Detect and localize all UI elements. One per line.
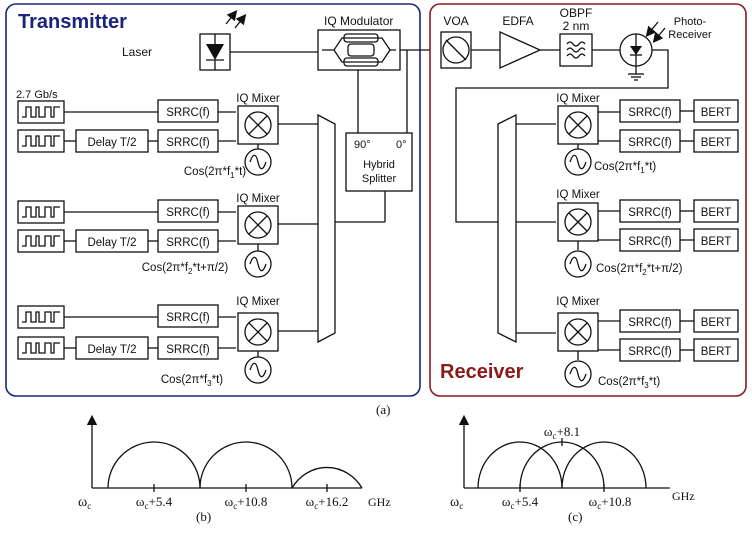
photo-receiver-label-2: Receiver [668,29,712,41]
receiver-title: Receiver [440,361,524,383]
svg-text:0°: 0° [396,139,407,151]
rx-channel-2: IQ Mixer SRRC(f) SRRC(f) BERT BERT Cos(2… [516,189,739,278]
svg-text:ωc+10.8: ωc+10.8 [589,494,632,511]
svg-text:Delay T/2: Delay T/2 [87,237,136,249]
svg-text:SRRC(f): SRRC(f) [166,207,210,219]
tx-channel-1: SRRC(f) Delay T/2 SRRC(f) IQ Mixer Cos(2… [17,93,318,180]
rx-channel-1: IQ Mixer SRRC(f) SRRC(f) BERT BERT Cos(2… [516,93,739,176]
svg-text:SRRC(f): SRRC(f) [628,236,672,248]
svg-text:SRRC(f): SRRC(f) [628,207,672,219]
edfa-label: EDFA [502,14,533,28]
svg-text:ωc: ωc [450,495,463,511]
photo-receiver-label: Photo- [674,16,707,28]
svg-text:ωc+16.2: ωc+16.2 [306,494,349,511]
svg-text:BERT: BERT [701,346,731,358]
svg-text:GHz: GHz [368,495,391,509]
svg-text:SRRC(f): SRRC(f) [166,107,210,119]
svg-text:Cos(2π*f3*t): Cos(2π*f3*t) [161,374,223,388]
spectrum-c: ωc ωc+5.4 ωc+10.8 ωc+8.1 GHz (c) [450,414,695,524]
svg-text:IQ Mixer: IQ Mixer [236,193,280,205]
svg-text:SRRC(f): SRRC(f) [628,107,672,119]
svg-text:IQ Mixer: IQ Mixer [236,296,280,308]
svg-text:SRRC(f): SRRC(f) [628,346,672,358]
caption-a: (a) [376,402,390,417]
svg-text:SRRC(f): SRRC(f) [628,317,672,329]
transmitter-panel [5,3,421,397]
iq-modulator [317,29,401,71]
svg-text:IQ Mixer: IQ Mixer [556,93,600,105]
svg-text:Cos(2π*f1*t): Cos(2π*f1*t) [594,161,656,175]
spectrum-b: ωc ωc+5.4 ωc+10.8 ωc+16.2 GHz (b) [78,414,391,524]
bit-rate-label: 2.7 Gb/s [16,89,58,101]
svg-text:Cos(2π*f2*t+π/2): Cos(2π*f2*t+π/2) [142,262,229,276]
svg-text:BERT: BERT [701,236,731,248]
svg-text:ωc+10.8: ωc+10.8 [225,494,268,511]
tx-combiner [317,113,336,344]
photodiode-icon [619,21,666,81]
obpf-label: OBPF [560,6,593,20]
transmitter-title: Transmitter [18,11,127,33]
svg-text:IQ Mixer: IQ Mixer [556,189,600,201]
svg-text:GHz: GHz [672,489,695,503]
svg-text:Splitter: Splitter [362,173,397,185]
svg-text:BERT: BERT [701,137,731,149]
svg-text:ωc+8.1: ωc+8.1 [544,424,580,441]
svg-text:SRRC(f): SRRC(f) [166,312,210,324]
svg-text:BERT: BERT [701,317,731,329]
tx-channel-3: SRRC(f) Delay T/2 SRRC(f) IQ Mixer Cos(2… [17,296,318,388]
svg-text:SRRC(f): SRRC(f) [166,344,210,356]
svg-text:SRRC(f): SRRC(f) [166,137,210,149]
obpf-filter-icon [559,33,593,67]
obpf-bandwidth-label: 2 nm [563,19,590,33]
edfa-amplifier-icon [499,30,542,70]
receiver-panel [429,3,747,397]
iq-modulator-label: IQ Modulator [324,14,393,28]
svg-text:90°: 90° [354,139,371,151]
svg-text:ωc+5.4: ωc+5.4 [136,494,173,511]
svg-text:ωc: ωc [78,495,91,511]
rx-splitter [497,113,517,344]
svg-text:SRRC(f): SRRC(f) [628,137,672,149]
hybrid-splitter: 90° 0° Hybrid Splitter [345,132,413,192]
caption-b: (b) [196,509,211,524]
svg-text:BERT: BERT [701,207,731,219]
svg-text:Hybrid: Hybrid [363,159,395,171]
rx-channel-3: IQ Mixer SRRC(f) SRRC(f) BERT BERT Cos(2… [516,296,739,390]
svg-text:BERT: BERT [701,107,731,119]
svg-text:ωc+5.4: ωc+5.4 [502,494,539,511]
caption-c: (c) [568,509,582,524]
svg-text:Cos(2π*f2*t+π/2): Cos(2π*f2*t+π/2) [596,263,683,277]
svg-text:Delay T/2: Delay T/2 [87,137,136,149]
voa-attenuator [440,31,472,69]
svg-text:SRRC(f): SRRC(f) [166,237,210,249]
svg-text:Cos(2π*f3*t): Cos(2π*f3*t) [598,376,660,390]
laser-label: Laser [122,45,152,59]
svg-text:IQ Mixer: IQ Mixer [236,93,280,105]
svg-text:Cos(2π*f1*t): Cos(2π*f1*t) [184,166,246,180]
svg-text:Delay T/2: Delay T/2 [87,344,136,356]
tx-channel-2: SRRC(f) Delay T/2 SRRC(f) IQ Mixer Cos(2… [17,193,318,278]
voa-label: VOA [443,14,468,28]
svg-text:IQ Mixer: IQ Mixer [556,296,600,308]
laser-diode-icon [199,9,247,71]
